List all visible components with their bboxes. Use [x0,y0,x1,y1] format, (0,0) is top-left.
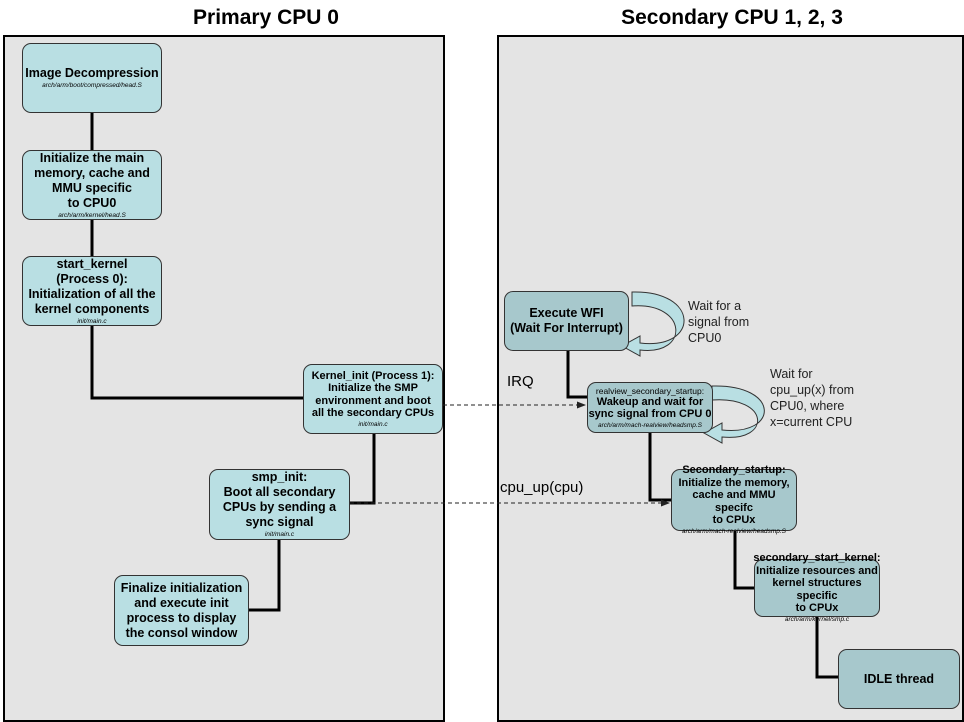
secondary-startup-title: Secondary_startup: Initialize the memory… [678,464,790,527]
link-secstartup-secstartkernel [733,531,754,590]
realview-startup-title: Wakeup and wait for sync signal from CPU… [588,395,712,421]
kernel-init-path: init/main.c [358,420,388,428]
kernel-init-title: Kernel_init (Process 1): Initialize the … [311,369,435,420]
image-decompression-title: Image Decompression [25,66,159,80]
realview-loop-icon [702,385,765,444]
execute-wfi-title: Execute WFI (Wait For Interrupt) [510,306,623,335]
image-decompression-box: Image Decompression arch/arm/boot/compre… [22,43,162,113]
secondary-start-kernel-title: secondary_start_kernel: Initialize resou… [753,552,881,615]
start-kernel-box: start_kernel (Process 0): Initialization… [22,256,162,326]
finalize-init-box: Finalize initialization and execute init… [114,575,249,646]
link-smpinit-finalize [249,540,281,612]
idle-thread-title: IDLE thread [863,671,935,686]
wfi-loop-icon [620,291,685,357]
secondary-startup-box: Secondary_startup: Initialize the memory… [671,464,797,535]
realview-startup-path: arch/arm/mach-realview/headsmp.S [597,421,703,429]
init-memory-title: Initialize the main memory, cache and MM… [34,150,150,210]
init-memory-path: arch/arm/kernel/head.S [58,211,126,219]
secondary-start-kernel-box: secondary_start_kernel: Initialize resou… [753,552,880,623]
link-secstartkernel-idle [815,617,838,679]
link-startkernel-kernelinit [90,326,303,400]
realview-startup-label: realview_secondary_startup: [595,385,705,396]
idle-thread-box: IDLE thread [838,649,960,709]
wfi-note: Wait for a signal from CPU0 [688,299,750,345]
realview-startup-box: realview_secondary_startup: Wakeup and w… [587,382,713,433]
execute-wfi-box: Execute WFI (Wait For Interrupt) [504,291,629,351]
start-kernel-path: init/main.c [77,317,107,325]
primary-cpu-title: Primary CPU 0 [193,6,339,29]
secondary-startup-path: arch/arm/mach-realview/headsmp.S [681,527,787,535]
init-memory-box: Initialize the main memory, cache and MM… [22,150,162,220]
irq-label: IRQ [507,373,534,390]
link-kernelinit-smpinit [350,433,376,505]
image-decompression-path: arch/arm/boot/compressed/head.S [42,82,142,89]
smp-init-box: smp_init: Boot all secondary CPUs by sen… [209,469,350,540]
secondary-start-kernel-path: arch/arm/kernel/smp.c [784,615,850,623]
realview-note: Wait for cpu_up(x) from CPU0, where x=cu… [770,367,855,429]
secondary-cpu-panel [497,35,964,722]
start-kernel-title: start_kernel (Process 0): Initialization… [28,256,156,316]
kernel-init-box: Kernel_init (Process 1): Initialize the … [303,364,443,434]
finalize-init-title: Finalize initialization and execute init… [120,580,243,640]
smp-init-path: init/main.c [264,531,295,538]
secondary-cpu-title: Secondary CPU 1, 2, 3 [621,6,843,29]
smp-init-title: smp_init: Boot all secondary CPUs by sen… [222,470,337,529]
link-wfi-realview [566,351,587,399]
cpu-up-label: cpu_up(cpu) [500,479,584,496]
link-realview-secstartup [648,433,671,502]
